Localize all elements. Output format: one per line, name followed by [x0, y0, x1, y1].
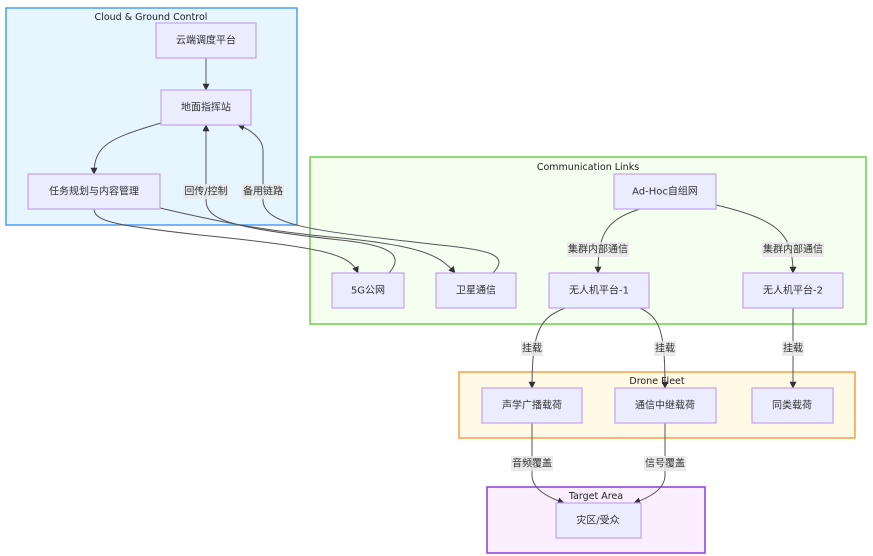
edge-label-mount-1: 挂载: [521, 341, 543, 356]
svg-text:声学广播载荷: 声学广播载荷: [502, 399, 562, 412]
svg-text:信号覆盖: 信号覆盖: [645, 457, 685, 470]
edge-label-backup: 备用链路: [242, 184, 284, 199]
cluster-title: Drone Fleet: [629, 376, 685, 387]
svg-text:任务规划与内容管理: 任务规划与内容管理: [49, 185, 139, 198]
node-uav-platform-1[interactable]: 无人机平台-1: [548, 272, 650, 309]
edge-relay-to-disaster: [633, 423, 666, 505]
node-5g-network[interactable]: 5G公网: [331, 272, 405, 309]
svg-text:卫星通信: 卫星通信: [456, 285, 496, 297]
svg-text:集群内部通信: 集群内部通信: [568, 243, 628, 256]
svg-text:音频覆盖: 音频覆盖: [512, 457, 552, 470]
svg-text:Ad-Hoc自组网: Ad-Hoc自组网: [632, 185, 698, 198]
svg-text:地面指挥站: 地面指挥站: [181, 101, 231, 114]
svg-text:灾区/受众: 灾区/受众: [576, 514, 619, 527]
edge-label-swarm-2: 集群内部通信: [762, 242, 824, 257]
edge-uav1-to-relay: [639, 307, 669, 389]
node-disaster-area[interactable]: 灾区/受众: [555, 502, 642, 539]
edges: [90, 58, 797, 505]
edge-label-swarm-1: 集群内部通信: [567, 242, 629, 257]
edge-satellite-to-ground: [237, 123, 500, 274]
node-satellite[interactable]: 卫星通信: [435, 272, 517, 309]
node-mission-planning[interactable]: 任务规划与内容管理: [27, 173, 161, 210]
edge-ground-to-mission: [90, 122, 162, 175]
svg-text:无人机平台-2: 无人机平台-2: [763, 284, 823, 297]
svg-text:无人机平台-1: 无人机平台-1: [569, 284, 629, 297]
svg-text:云端调度平台: 云端调度平台: [176, 34, 236, 47]
svg-text:挂载: 挂载: [783, 342, 803, 355]
edge-acoustic-to-disaster: [531, 423, 565, 505]
node-cloud-platform[interactable]: 云端调度平台: [155, 22, 257, 59]
edge-label-signal: 信号覆盖: [644, 456, 686, 471]
cluster-title: Target Area: [568, 491, 623, 502]
edge-uav1-to-acoustic: [528, 307, 566, 389]
edge-adhoc-to-uav2: [715, 204, 797, 274]
svg-text:挂载: 挂载: [522, 342, 542, 355]
cluster-title: Communication Links: [537, 162, 639, 173]
node-similar-payload[interactable]: 同类载荷: [751, 387, 834, 424]
node-uav-platform-2[interactable]: 无人机平台-2: [742, 272, 844, 309]
svg-text:挂载: 挂载: [655, 342, 675, 355]
svg-text:同类载荷: 同类载荷: [772, 399, 812, 412]
svg-text:通信中继载荷: 通信中继载荷: [635, 399, 695, 412]
node-adhoc-network[interactable]: Ad-Hoc自组网: [613, 173, 717, 210]
svg-text:备用链路: 备用链路: [243, 185, 283, 198]
edge-mission-to-5g: [93, 208, 359, 274]
edge-mission-to-satellite: [159, 207, 456, 274]
node-ground-station[interactable]: 地面指挥站: [160, 89, 252, 126]
edge-adhoc-to-uav1: [594, 208, 641, 274]
node-relay-payload[interactable]: 通信中继载荷: [614, 387, 717, 424]
cluster-title: Cloud & Ground Control: [95, 12, 208, 23]
node-acoustic-payload[interactable]: 声学广播载荷: [481, 387, 583, 424]
svg-text:5G公网: 5G公网: [351, 285, 385, 297]
edge-label-mount-3: 挂载: [782, 341, 804, 356]
edge-5g-to-ground: [202, 124, 396, 274]
svg-text:集群内部通信: 集群内部通信: [763, 243, 823, 256]
edge-label-audio: 音频覆盖: [511, 456, 553, 471]
edge-label-mount-2: 挂载: [654, 341, 676, 356]
edge-label-backhaul: 回传/控制: [183, 184, 229, 199]
svg-text:回传/控制: 回传/控制: [184, 185, 227, 198]
